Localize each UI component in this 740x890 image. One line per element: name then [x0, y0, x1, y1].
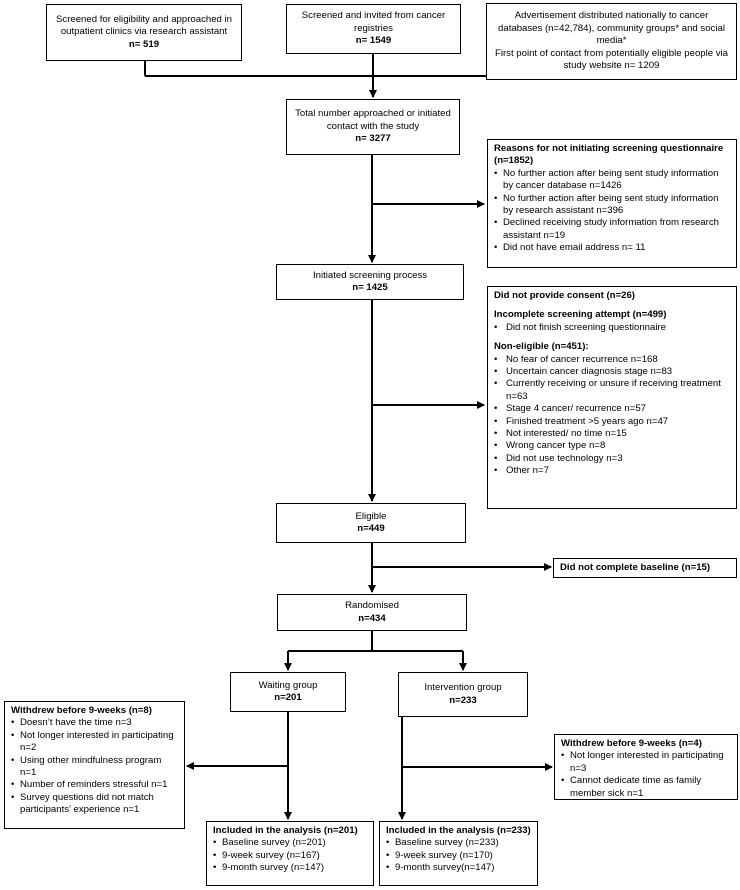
list-item: Currently receiving or unsure if receivi…	[494, 378, 730, 403]
randomised-n: n=434	[358, 612, 386, 624]
total-text: Total number approached or initiated con…	[295, 108, 451, 132]
source-registries-n: n= 1549	[355, 35, 392, 47]
list-item: 9-week survey (n=167)	[213, 850, 367, 863]
analysis-waiting-list: Baseline survey (n=201) 9-week survey (n…	[213, 837, 367, 875]
list-item: 9-month survey(n=147)	[386, 862, 531, 875]
screening-n: n= 1425	[352, 282, 388, 293]
screening-text: Initiated screening process	[312, 269, 428, 281]
no-consent-text: Did not provide consent (n=26)	[494, 290, 635, 301]
analysis-intervention-title: Included in the analysis (n=233)	[386, 825, 531, 836]
list-item: Uncertain cancer diagnosis stage n=83	[494, 366, 730, 379]
randomised-box: Randomised n=434	[277, 594, 467, 631]
withdraw-intervention-box: Withdrew before 9-weeks (n=4) Not longer…	[554, 734, 738, 800]
list-item: Number of reminders stressful n=1	[11, 779, 178, 792]
list-item: Baseline survey (n=201)	[213, 837, 367, 850]
not-initiating-title: Reasons for not initiating screening que…	[494, 143, 724, 154]
list-item: Stage 4 cancer/ recurrence n=57	[494, 403, 730, 416]
incomplete-title: Incomplete screening attempt (n=499)	[494, 309, 667, 321]
eligible-box: Eligible n=449	[276, 503, 466, 543]
source-clinics-text: Screened for eligibility and approached …	[56, 13, 232, 38]
exclusions-box: Did not provide consent (n=26) Incomplet…	[487, 286, 737, 509]
eligible-text: Eligible	[355, 510, 387, 522]
withdraw-intervention-list: Not longer interested in participating n…	[561, 750, 731, 800]
screening-box: Initiated screening process n= 1425	[276, 264, 464, 300]
list-item: Not interested/ no time n=15	[494, 428, 730, 441]
intervention-group-text: Intervention group	[424, 682, 502, 694]
total-box: Total number approached or initiated con…	[286, 99, 460, 155]
list-item: Using other mindfulness program n=1	[11, 755, 178, 780]
withdraw-intervention-title: Withdrew before 9-weeks (n=4)	[561, 738, 702, 749]
list-item: Cannot dedicate time as family member si…	[561, 775, 731, 800]
list-item: Declined receiving study information fro…	[494, 217, 730, 242]
no-baseline-text: Did not complete baseline (n=15)	[560, 561, 711, 573]
eligible-n: n=449	[357, 523, 385, 534]
not-initiating-box: Reasons for not initiating screening que…	[487, 139, 737, 268]
noneligible-list: No fear of cancer recurrence n=168 Uncer…	[494, 354, 730, 478]
list-item: Baseline survey (n=233)	[386, 837, 531, 850]
analysis-intervention-list: Baseline survey (n=233) 9-week survey (n…	[386, 837, 531, 875]
analysis-waiting-title: Included in the analysis (n=201)	[213, 825, 358, 836]
source-clinics-box: Screened for eligibility and approached …	[46, 4, 242, 61]
source-advertisement-box: Advertisement distributed nationally to …	[486, 3, 737, 80]
list-item: Not longer interested in participating n…	[561, 750, 731, 775]
noneligible-title: Non-eligible (n=451):	[494, 341, 589, 353]
no-baseline-box: Did not complete baseline (n=15)	[553, 558, 737, 578]
incomplete-list: Did not finish screening questionnaire	[494, 322, 730, 335]
list-item: 9-month survey (n=147)	[213, 862, 367, 875]
list-item: 9-week survey (n=170)	[386, 850, 531, 863]
waiting-group-box: Waiting group n=201	[230, 672, 346, 712]
list-item: Not longer interested in participating n…	[11, 730, 178, 755]
analysis-waiting-box: Included in the analysis (n=201) Baselin…	[206, 821, 374, 886]
source-registries-text: Screened and invited from cancer registr…	[301, 10, 446, 34]
list-item: Did not finish screening questionnaire	[494, 322, 730, 335]
waiting-group-text: Waiting group	[258, 679, 318, 691]
list-item: Survey questions did not match participa…	[11, 792, 178, 817]
analysis-intervention-box: Included in the analysis (n=233) Baselin…	[379, 821, 538, 886]
not-initiating-n: (n=1852)	[494, 155, 534, 167]
list-item: No fear of cancer recurrence n=168	[494, 354, 730, 367]
source-clinics-n: n= 519	[128, 38, 160, 50]
withdraw-waiting-box: Withdrew before 9-weeks (n=8) Doesn’t ha…	[4, 701, 185, 829]
intervention-group-box: Intervention group n=233	[398, 672, 528, 717]
list-item: Other n=7	[494, 465, 730, 478]
list-item: Doesn’t have the time n=3	[11, 717, 178, 730]
source-advertisement-text2: First point of contact from potentially …	[494, 47, 729, 72]
not-initiating-list: No further action after being sent study…	[494, 168, 730, 255]
list-item: Finished treatment >5 years ago n=47	[494, 416, 730, 429]
list-item: Did not use technology n=3	[494, 453, 730, 466]
intervention-group-n: n=233	[449, 694, 477, 706]
list-item: Did not have email address n= 11	[494, 242, 730, 255]
list-item: No further action after being sent study…	[494, 168, 730, 193]
randomised-text: Randomised	[345, 600, 399, 612]
list-item: Wrong cancer type n=8	[494, 440, 730, 453]
withdraw-waiting-title: Withdrew before 9-weeks (n=8)	[11, 705, 152, 716]
source-registries-box: Screened and invited from cancer registr…	[286, 4, 461, 54]
waiting-group-n: n=201	[274, 692, 302, 703]
total-n: n= 3277	[355, 133, 391, 145]
list-item: No further action after being sent study…	[494, 193, 730, 218]
withdraw-waiting-list: Doesn’t have the time n=3 Not longer int…	[11, 717, 178, 816]
source-advertisement-text: Advertisement distributed nationally to …	[498, 10, 725, 47]
